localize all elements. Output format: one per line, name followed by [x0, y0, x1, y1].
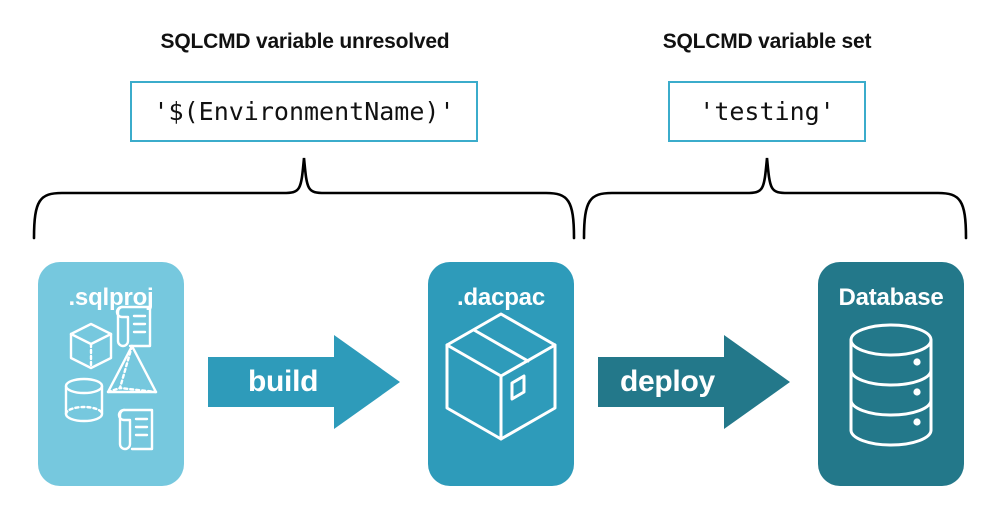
arrow-deploy-label: deploy	[620, 365, 715, 398]
stage-label-sqlproj: .sqlproj	[68, 284, 154, 311]
stage-label-database: Database	[838, 284, 944, 311]
database-status-dots	[913, 358, 921, 426]
sqlproj-artwork	[64, 305, 158, 451]
arrow-build-label: build	[248, 365, 319, 398]
database-cylinder-icon	[849, 323, 933, 447]
stage-label-dacpac: .dacpac	[457, 284, 545, 311]
package-box-icon	[445, 312, 557, 441]
pyramid-icon	[106, 344, 158, 394]
stage-box-dacpac: .dacpac	[428, 262, 574, 486]
dacpac-artwork	[445, 312, 557, 441]
arrow-build: build	[208, 335, 400, 429]
cube-icon	[69, 322, 113, 370]
brace-build-scope	[32, 157, 576, 240]
cylinder-icon	[64, 377, 104, 423]
sqlcmd-variable-unresolved-value-box: '$(EnvironmentName)'	[130, 81, 478, 142]
sqlcmd-variable-set-value-box: 'testing'	[668, 81, 866, 142]
stage-box-sqlproj: .sqlproj	[38, 262, 184, 486]
arrow-deploy: deploy	[598, 335, 790, 429]
annotation-heading-left: SQLCMD variable unresolved	[160, 30, 450, 53]
scroll-icon	[115, 305, 152, 348]
annotation-heading-right: SQLCMD variable set	[662, 30, 872, 53]
brace-deploy-scope	[582, 157, 968, 240]
database-artwork	[849, 323, 933, 447]
scroll-icon	[117, 408, 154, 451]
stage-box-database: Database	[818, 262, 964, 486]
arrow-deploy-shape	[598, 335, 790, 429]
arrow-build-shape	[208, 335, 400, 429]
